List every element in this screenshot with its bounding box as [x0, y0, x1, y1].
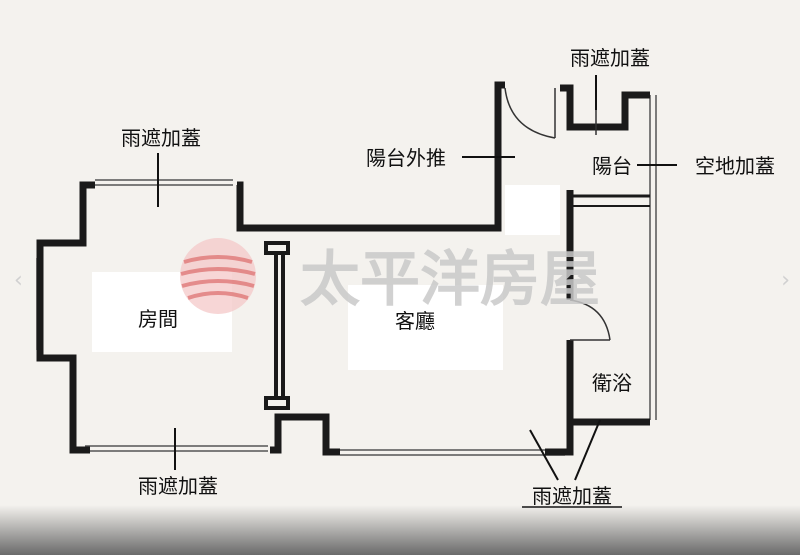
annotation-rain-cover-bottom-left: 雨遮加蓋 [138, 474, 218, 498]
annotation-rain-cover-bottom-right: 雨遮加蓋 [532, 484, 612, 508]
pacific-realty-logo-icon [180, 238, 256, 314]
annotation-rain-cover-top-right: 雨遮加蓋 [570, 46, 650, 70]
leader-lines [157, 75, 677, 481]
annotation-balcony-pushout: 陽台外推 [366, 146, 446, 170]
chevron-right-icon[interactable]: › [781, 268, 790, 293]
chevron-left-icon[interactable]: ‹ [14, 268, 23, 293]
room-label-balcony: 陽台 [592, 154, 632, 178]
bottom-gradient-bar [0, 505, 800, 555]
partition-cabinet [264, 241, 290, 410]
room-label-bedroom: 房間 [138, 307, 178, 331]
room-label-bathroom: 衛浴 [592, 371, 632, 395]
annotation-open-space-cover: 空地加蓋 [695, 154, 775, 178]
annotation-rain-cover-top-left: 雨遮加蓋 [121, 126, 201, 150]
watermark-text: 太平洋房屋 [300, 245, 600, 315]
walls [36, 81, 650, 456]
room-label-living-room: 客廳 [395, 309, 435, 333]
